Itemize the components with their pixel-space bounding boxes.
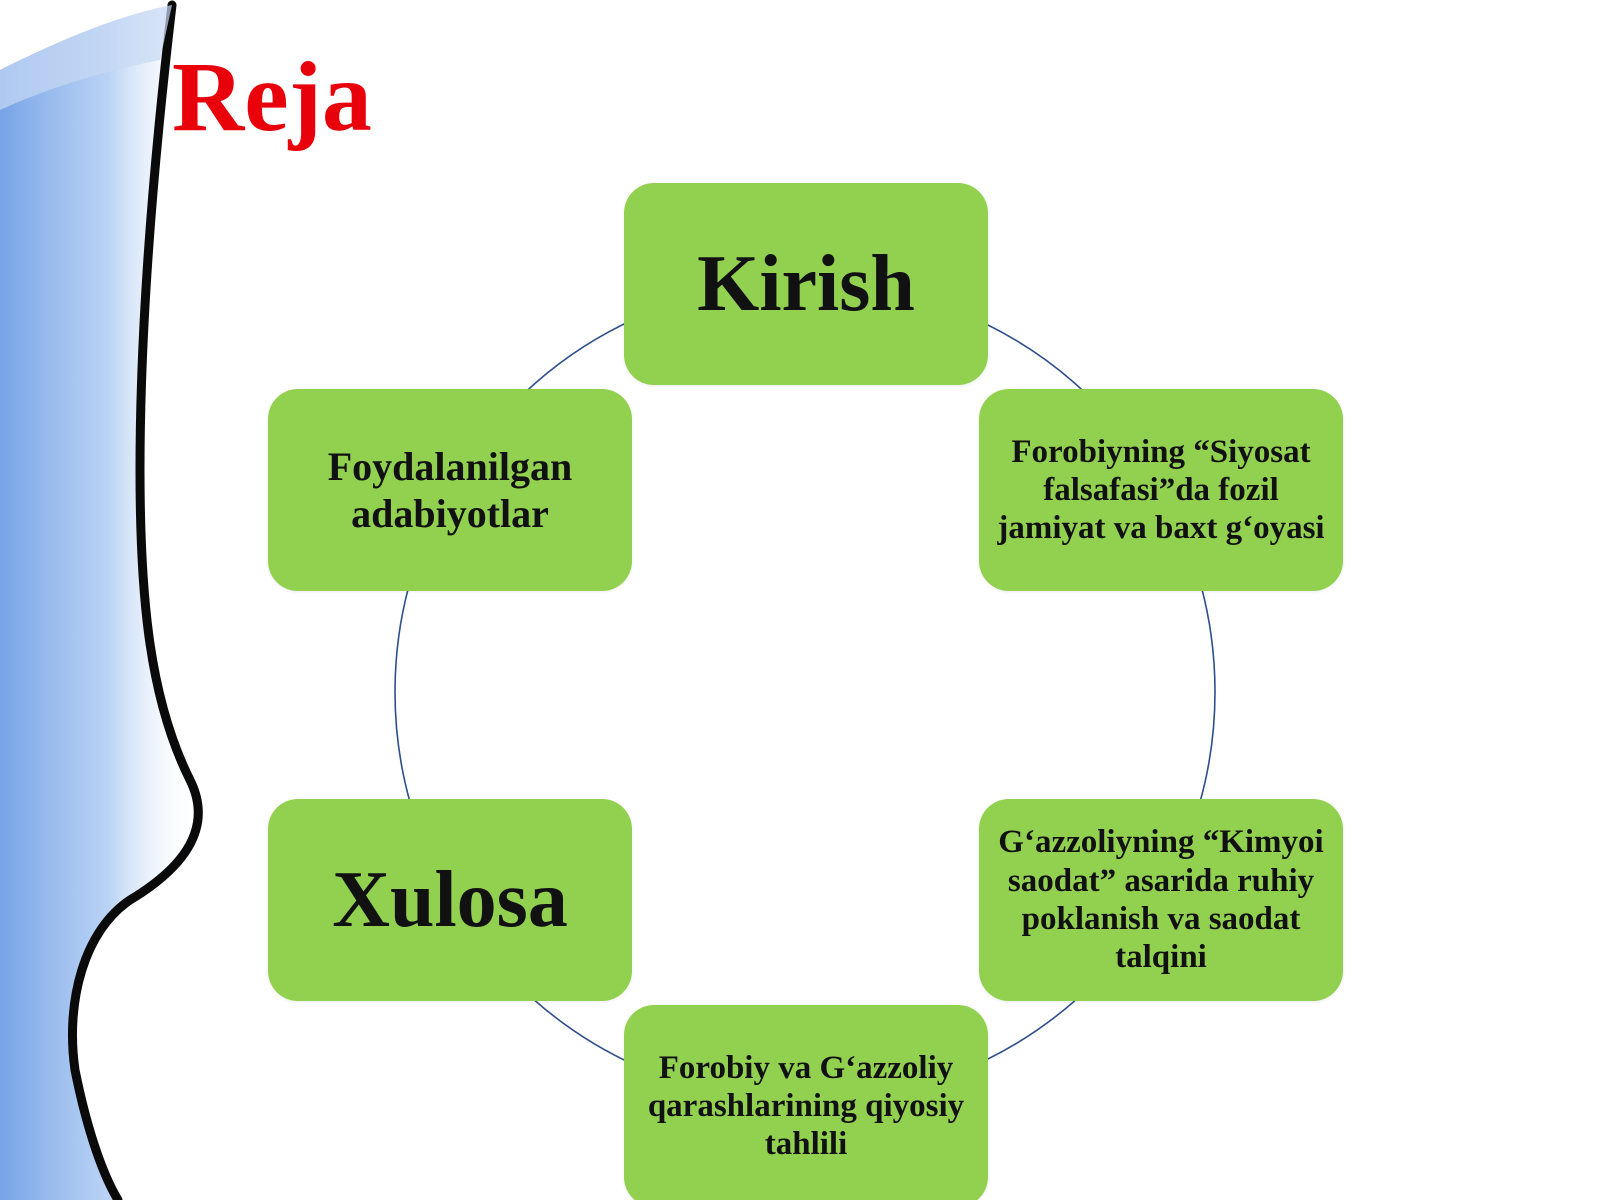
- cycle-node-kirish: Kirish: [624, 183, 988, 385]
- node-label: Xulosa: [332, 856, 568, 944]
- swoosh-outline: [68, 0, 203, 1200]
- swoosh-gradient-shape: [0, 5, 199, 1200]
- cycle-node-forobiy-siyosat: Forobiyning “Siyosat falsafasi”da fozil …: [979, 389, 1343, 591]
- node-label: Kirish: [697, 240, 915, 328]
- node-label: Foydalanilgan adabiyotlar: [327, 443, 573, 536]
- swoosh-top-shading: [0, 5, 172, 110]
- node-label: G‘azzoliyning “Kimyoi saodat” asarida ru…: [998, 824, 1324, 976]
- slide-title: Reja: [172, 41, 372, 152]
- node-label: Forobiyning “Siyosat falsafasi”da fozil …: [997, 433, 1325, 547]
- cycle-node-adabiyotlar: Foydalanilgan adabiyotlar: [268, 389, 632, 591]
- cycle-node-qiyosiy-tahlil: Forobiy va G‘azzoliy qarashlarining qiyo…: [624, 1005, 988, 1200]
- node-label: Forobiy va G‘azzoliy qarashlarining qiyo…: [647, 1049, 965, 1163]
- cycle-node-gazzoliy-kimyo: G‘azzoliyning “Kimyoi saodat” asarida ru…: [979, 799, 1343, 1001]
- cycle-node-xulosa: Xulosa: [268, 799, 632, 1001]
